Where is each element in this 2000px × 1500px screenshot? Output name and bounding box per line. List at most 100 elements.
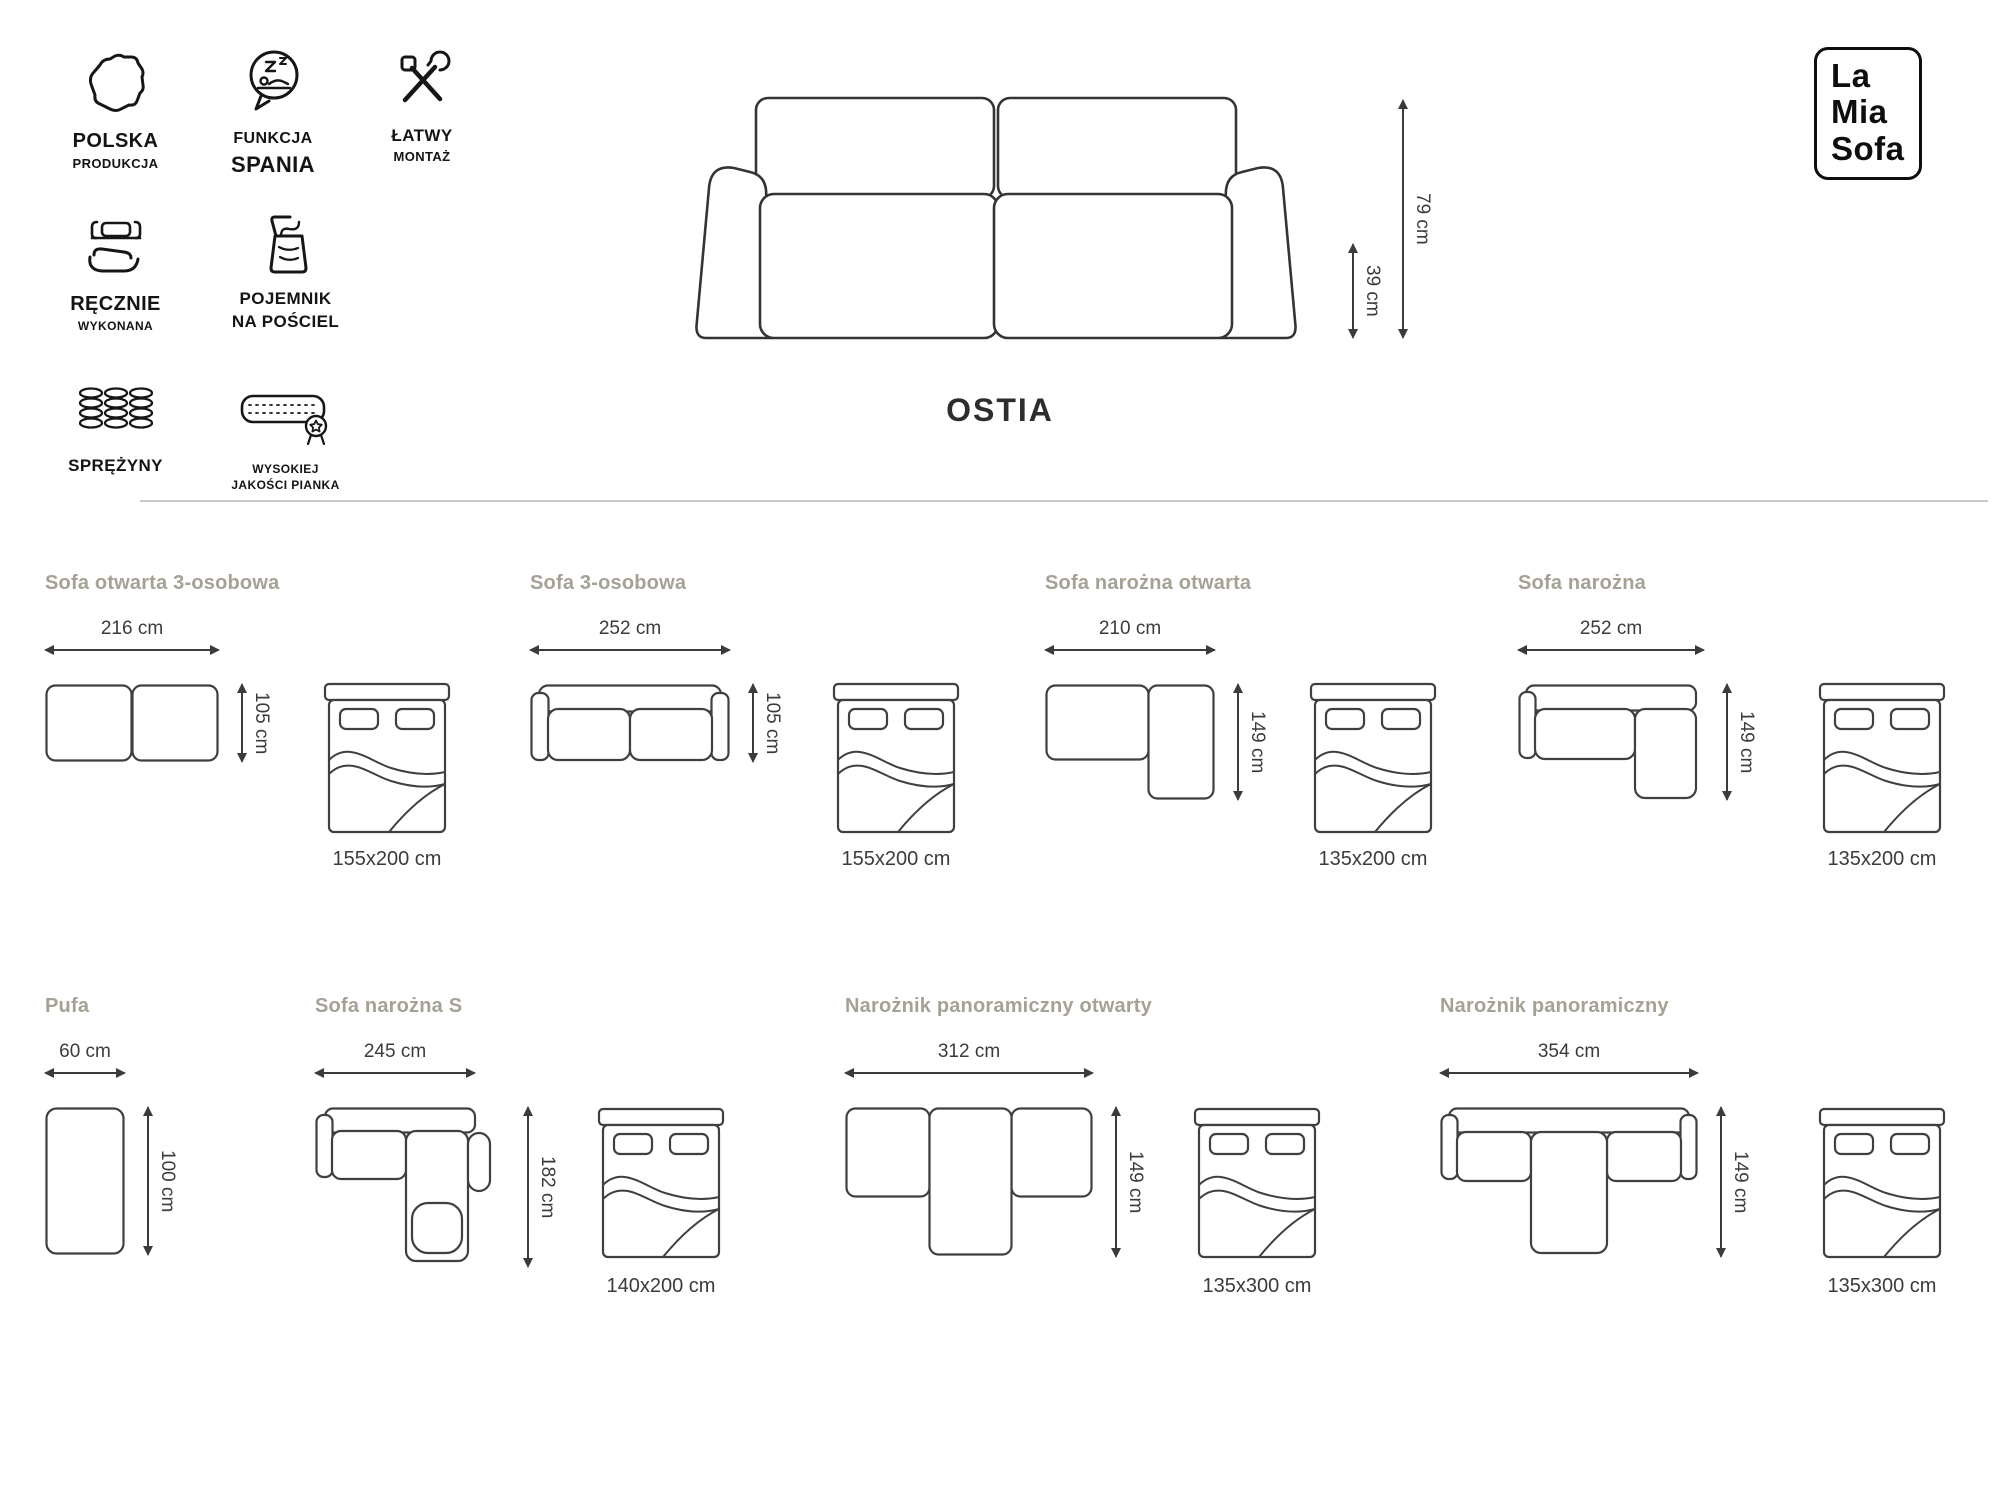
depth-dimension: 105 cm [236,683,272,763]
panoramic-top-view [1440,1107,1698,1257]
brand-logo-line: Sofa [1831,129,1905,167]
feature-pojemnik-na-posciel: POJEMNIK NA POŚCIEL [193,205,378,334]
width-arrow [44,1067,126,1078]
seat-height-value: 39 cm [1362,265,1383,317]
seat-height-arrow [1347,243,1358,339]
depth-arrow [236,683,247,763]
width-arrow [44,644,220,655]
feature-label: FUNKCJA [233,130,313,147]
storage-container-icon [193,205,378,281]
width-arrow [1044,644,1216,655]
variant-name: Narożnik panoramiczny [1440,995,1669,1017]
poland-map-icon [38,45,193,121]
handmade-icon [38,208,193,284]
variant-name: Sofa narożna S [315,995,463,1017]
depth-arrow [142,1106,153,1256]
brand-logo: La Mia Sofa [1814,47,1922,180]
width-dimension: 216 cm [44,618,220,655]
feature-label: SPANIA [231,151,315,177]
feature-sprezyny: SPRĘŻYNY [38,372,193,478]
feature-label: PRODUKCJA [72,156,159,171]
seat-height-dimension: 39 cm [1347,243,1383,339]
feature-latwy-montaz: ŁATWY MONTAŻ [352,42,492,165]
variant-name: Pufa [45,995,90,1017]
feature-label: ŁATWY [391,126,453,145]
product-title: OSTIA [946,392,1054,428]
feature-wysokiej-jakosci-pianka: WYSOKIEJ JAKOŚCI PIANKA [188,378,383,493]
width-arrow [314,1067,476,1078]
feature-polska-produkcja: POLSKA PRODUKCJA [38,45,193,173]
depth-dimension: 105 cm [747,683,783,763]
corner-sofa-s-top-view [315,1107,505,1267]
panoramic-open-top-view [845,1107,1093,1257]
pouf-top-view [45,1107,125,1255]
feature-label: NA POŚCIEL [231,311,340,331]
variant-name: Sofa 3-osobowa [530,572,687,594]
width-dimension: 354 cm [1439,1041,1699,1078]
depth-arrow [522,1106,533,1268]
width-arrow [844,1067,1094,1078]
width-value: 210 cm [1098,618,1162,639]
width-arrow [529,644,731,655]
sofa-open-top-view [45,684,219,762]
feature-label: POLSKA [72,130,159,152]
feature-label: RĘCZNIE [70,293,161,315]
depth-value: 149 cm [1730,1150,1751,1214]
depth-value: 149 cm [1247,710,1268,774]
depth-dimension: 100 cm [142,1106,178,1256]
sofa-front-view [695,96,1297,340]
depth-arrow [1721,683,1732,801]
depth-value: 105 cm [251,691,272,755]
width-value: 252 cm [598,618,662,639]
feature-label: SPRĘŻYNY [68,456,163,475]
bed-top-view [323,682,451,834]
depth-dimension: 149 cm [1232,683,1268,801]
foam-quality-icon [188,378,383,454]
depth-value: 100 cm [157,1149,178,1213]
width-arrow [1517,644,1705,655]
depth-dimension: 149 cm [1715,1106,1751,1258]
brand-logo-line: La [1831,57,1871,94]
variant-name: Sofa narożna otwarta [1045,572,1252,594]
width-value: 312 cm [937,1041,1001,1062]
depth-arrow [747,683,758,763]
width-value: 354 cm [1537,1041,1601,1062]
variant-name: Sofa otwarta 3-osobowa [45,572,280,594]
width-dimension: 252 cm [1517,618,1705,655]
depth-arrow [1232,683,1243,801]
variant-name: Sofa narożna [1518,572,1646,594]
bed-size: 135x200 cm [1318,848,1428,870]
feature-recznie-wykonana: RĘCZNIE WYKONANA [38,208,193,334]
depth-dimension: 182 cm [522,1106,558,1268]
width-value: 216 cm [100,618,164,639]
sofa-top-view [530,684,730,762]
depth-value: 149 cm [1125,1150,1146,1214]
feature-label: WYKONANA [77,319,154,333]
bed-top-view [597,1107,725,1259]
width-dimension: 312 cm [844,1041,1094,1078]
feature-label: WYSOKIEJ [252,462,319,476]
springs-icon [38,372,193,448]
total-height-dimension: 79 cm [1397,99,1433,339]
tools-icon [352,42,492,118]
depth-dimension: 149 cm [1110,1106,1146,1258]
bed-size: 135x300 cm [1827,1275,1937,1297]
width-value: 252 cm [1579,618,1643,639]
bed-top-view [1818,682,1946,834]
depth-value: 149 cm [1736,710,1757,774]
bed-top-view [1818,1107,1946,1259]
width-value: 245 cm [363,1041,427,1062]
depth-arrow [1110,1106,1121,1258]
bed-top-view [832,682,960,834]
width-arrow [1439,1067,1699,1078]
total-height-value: 79 cm [1412,193,1433,245]
variant-name: Narożnik panoramiczny otwarty [845,995,1152,1017]
feature-label: MONTAŻ [393,148,451,164]
bed-size: 155x200 cm [332,848,442,870]
width-dimension: 60 cm [44,1041,126,1078]
feature-label: JAKOŚCI PIANKA [231,478,340,493]
corner-sofa-open-top-view [1045,684,1215,800]
width-dimension: 210 cm [1044,618,1216,655]
bed-size: 155x200 cm [841,848,951,870]
